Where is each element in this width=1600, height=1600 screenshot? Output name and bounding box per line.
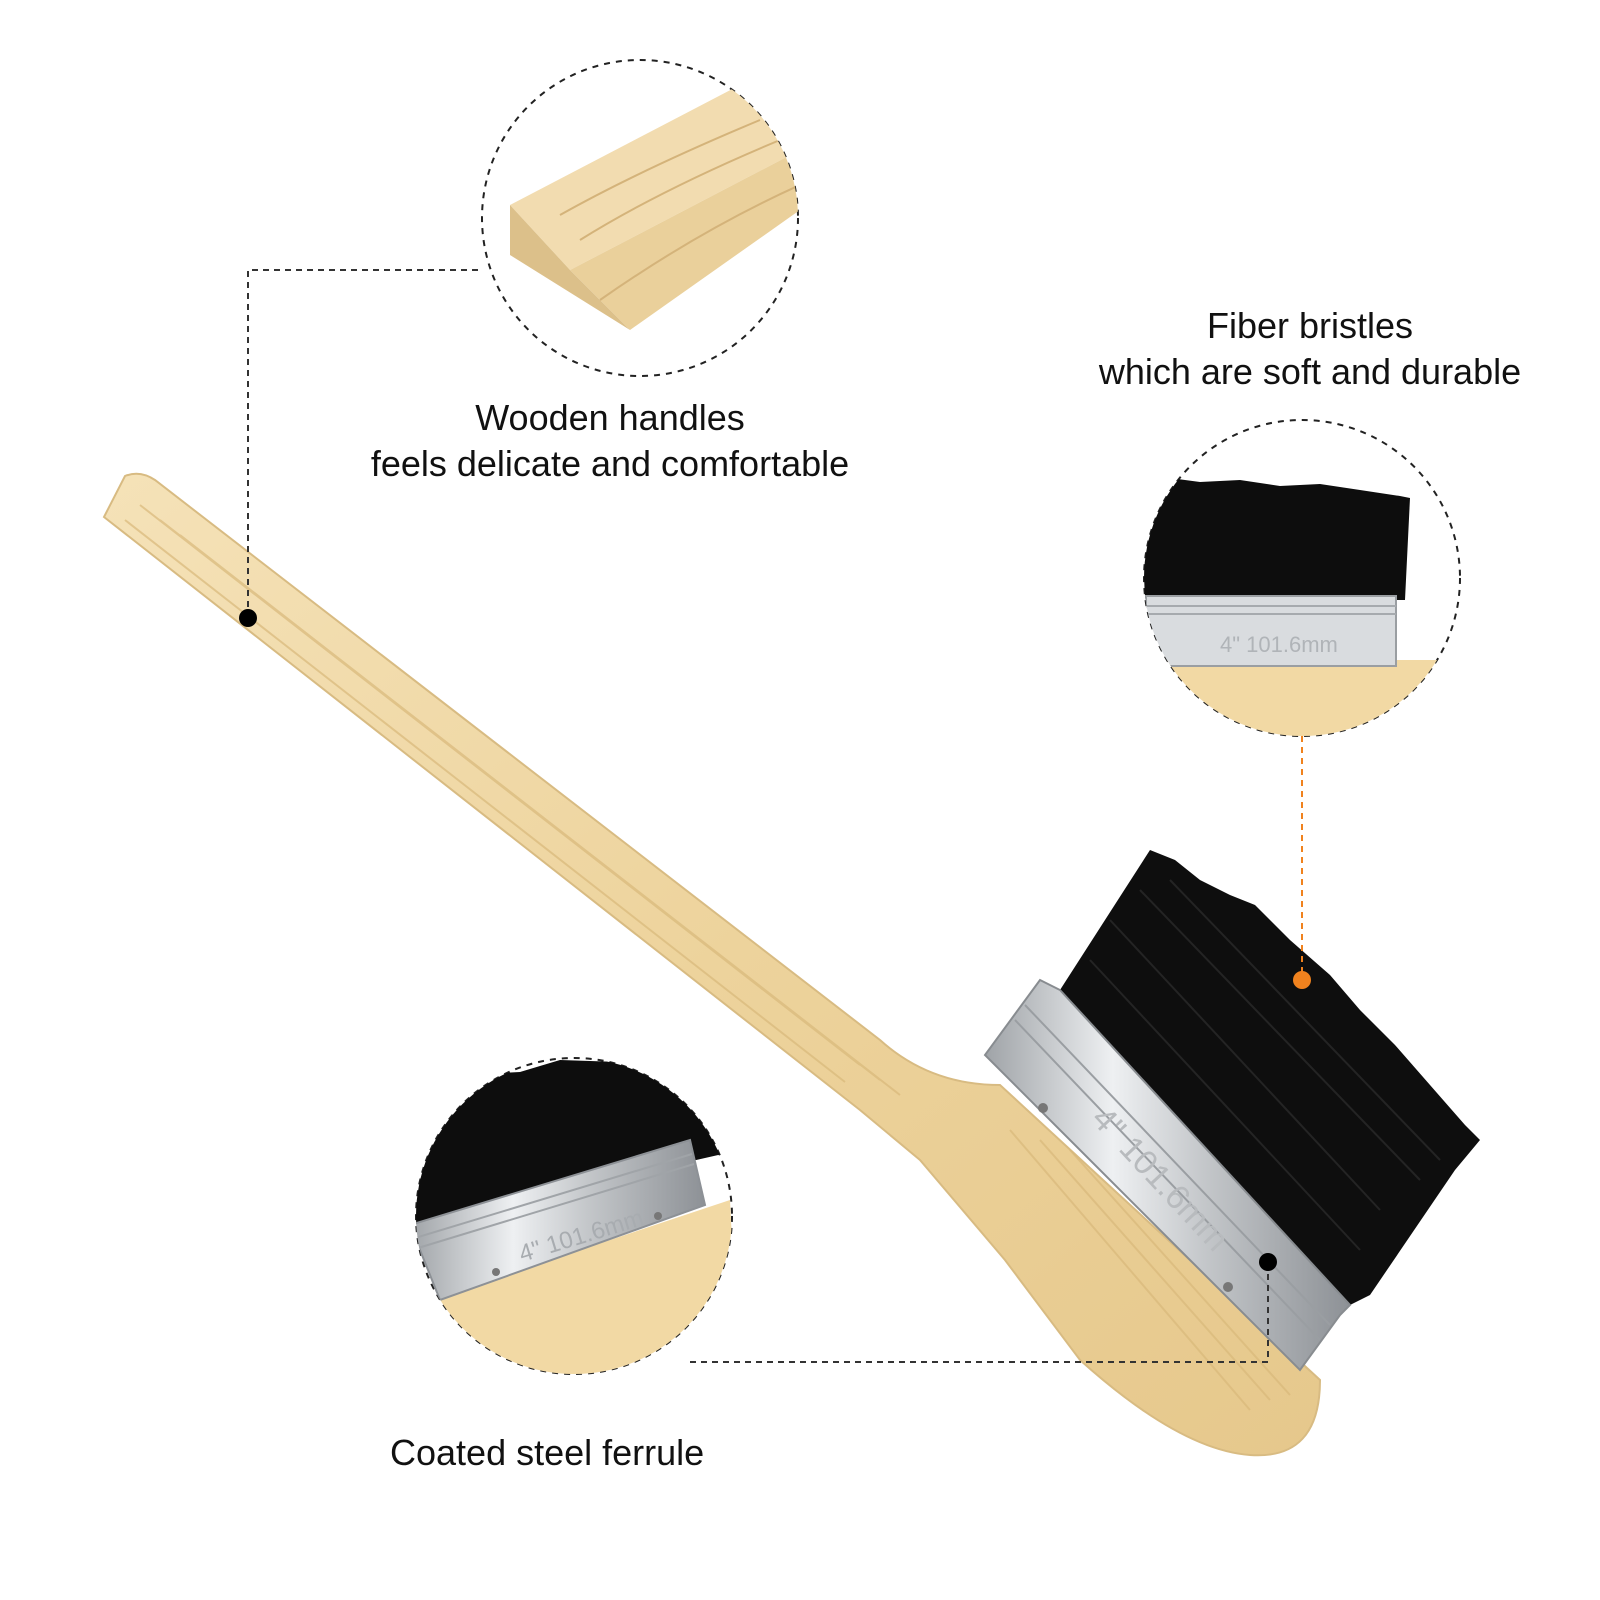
callout-bristles-line1: Fiber bristles	[1206, 305, 1414, 346]
detail-circle-handle	[481, 59, 799, 377]
callout-handle-line1: Wooden handles	[475, 397, 745, 438]
leader-ferrule	[690, 1253, 1277, 1363]
bristles-zoom-hair	[1144, 478, 1410, 600]
ferrule-zoom-rivet	[492, 1268, 500, 1276]
brush-handle	[102, 472, 1322, 1457]
leader-handle	[239, 269, 478, 627]
leader-bristles	[1293, 736, 1311, 989]
bristles-marker-dot	[1293, 971, 1311, 989]
ferrule-zoom-rivet	[654, 1212, 662, 1220]
ferrule-marker-dot	[1259, 1253, 1277, 1271]
bristles-zoom-ferrule	[1145, 595, 1397, 667]
callout-handle-line2: feels delicate and comfortable	[370, 443, 850, 484]
callout-fiber-bristles: Fiber bristles which are soft and durabl…	[1070, 303, 1550, 395]
ferrule-ridges	[1014, 1004, 1331, 1341]
bristles-zoom-marking: 4" 101.6mm	[1220, 632, 1338, 657]
handle-end-cut	[510, 205, 630, 330]
bristles-zoom-wood	[1144, 660, 1460, 736]
ferrule-zoom-steel	[416, 1138, 707, 1302]
handle-end-top	[510, 85, 798, 270]
handle-marker-dot	[239, 609, 257, 627]
ferrule-zoom-hair	[416, 1060, 732, 1225]
callout-steel-ferrule: Coated steel ferrule	[390, 1430, 750, 1476]
brush-ferrule	[983, 978, 1352, 1372]
bristle-texture	[1089, 879, 1441, 1251]
handle-end-side	[570, 150, 798, 330]
callout-ferrule-line1: Coated steel ferrule	[390, 1432, 705, 1473]
ferrule-rivet	[1038, 1103, 1048, 1113]
callout-wooden-handle: Wooden handles feels delicate and comfor…	[330, 395, 890, 487]
brush-bristles	[1060, 850, 1480, 1305]
ferrule-rivet	[1223, 1282, 1233, 1292]
callout-bristles-line2: which are soft and durable	[1098, 351, 1522, 392]
detail-circle-bristles: 4" 101.6mm	[1143, 419, 1461, 737]
detail-circle-ferrule: 4" 101.6mm	[415, 1057, 733, 1375]
